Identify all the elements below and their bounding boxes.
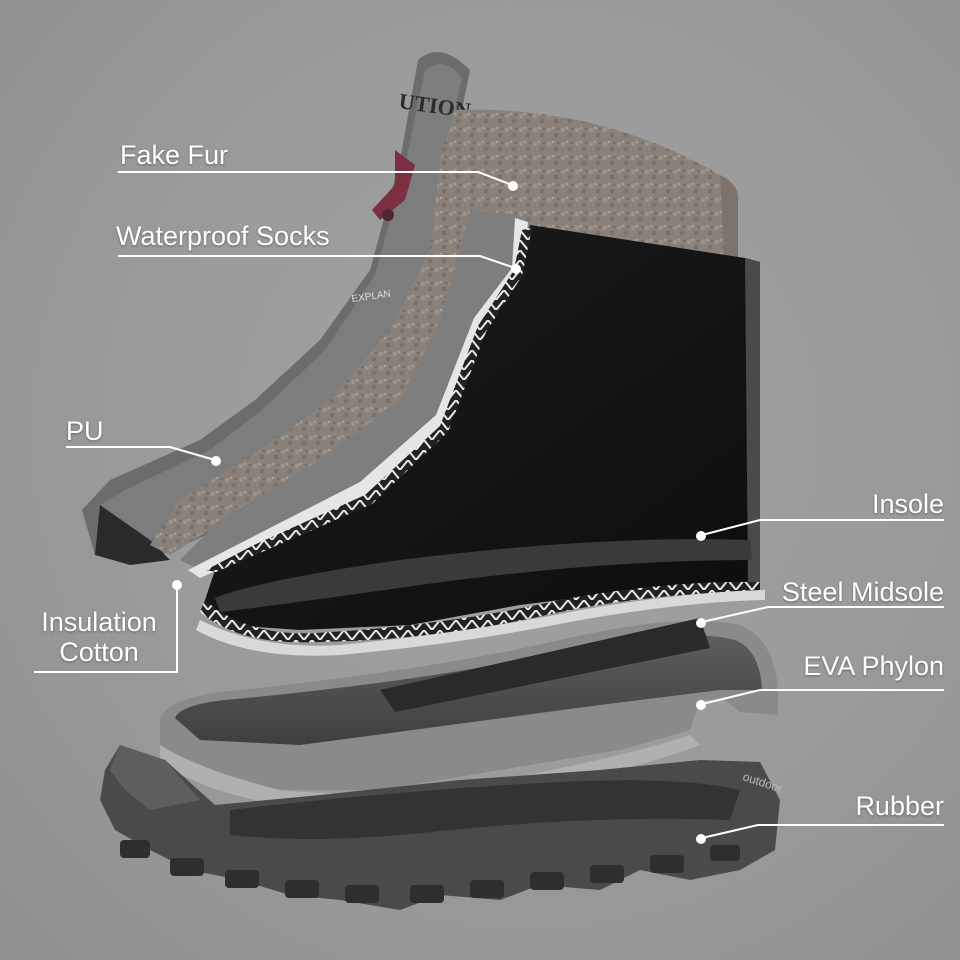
- rubber-outsole-layer: outdoor: [100, 745, 784, 910]
- callout-lines: [34, 171, 944, 839]
- label-pu: PU: [66, 416, 104, 446]
- callout-insole: [701, 519, 944, 536]
- callout-fake-fur: [118, 171, 513, 186]
- callout-waterproof-socks: [118, 255, 516, 269]
- label-insulation-cotton: Insulation Cotton: [41, 607, 157, 667]
- callout-steel-midsole: [701, 606, 944, 623]
- inner-boot-layer: [200, 225, 760, 643]
- steel-midsole-layer: [196, 590, 765, 656]
- callout-eva-phylon: [701, 689, 944, 705]
- callout-dots: [172, 181, 706, 844]
- label-insole: Insole: [871, 489, 944, 519]
- label-eva-phylon: EVA Phylon: [803, 651, 944, 681]
- label-steel-midsole: Steel Midsole: [781, 577, 944, 607]
- callout-insulation-cotton: [34, 585, 178, 673]
- label-waterproof-socks: Waterproof Socks: [116, 221, 330, 251]
- callout-pu: [66, 446, 216, 461]
- tongue-brand-text: EXPLAN: [351, 289, 392, 305]
- callout-rubber: [701, 824, 944, 839]
- label-fake-fur: Fake Fur: [120, 140, 229, 170]
- label-rubber: Rubber: [855, 791, 944, 821]
- waterproof-socks-layer: [180, 210, 528, 578]
